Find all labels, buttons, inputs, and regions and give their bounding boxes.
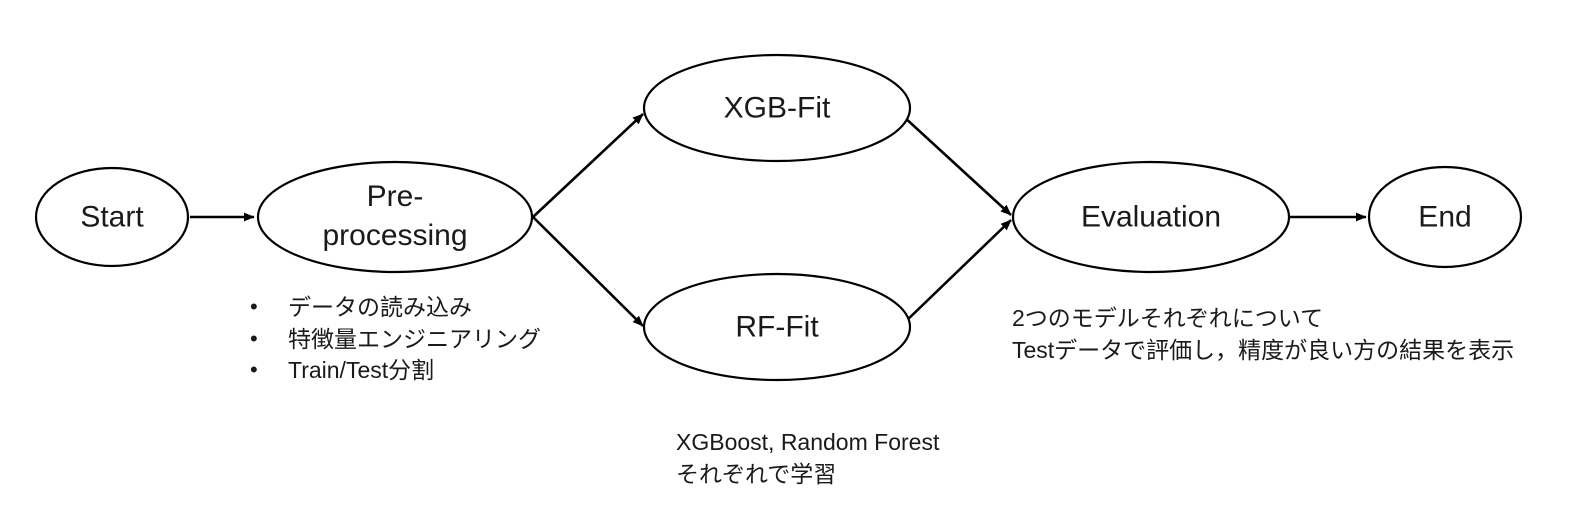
node-end[interactable] <box>1367 165 1523 269</box>
bullet-icon: • <box>250 294 258 319</box>
node-start[interactable] <box>34 166 190 268</box>
list-item-label: 特徴量エンジニアリング <box>288 325 541 352</box>
node-preprocessing[interactable] <box>256 160 534 274</box>
node-evaluation[interactable] <box>1011 160 1291 274</box>
node-rf-fit[interactable] <box>642 272 912 382</box>
bullet-icon: • <box>250 325 258 351</box>
list-item-label: Train/Test分割 <box>288 357 435 384</box>
list-item: • データの読み込み <box>248 292 541 324</box>
node-xgb-fit[interactable] <box>642 53 912 163</box>
fit-note-annotation: XGBoost, Random Forest それぞれで学習 <box>676 429 940 487</box>
list-item: • Train/Test分割 <box>248 355 541 387</box>
list-item: • 特徴量エンジニアリング <box>248 324 541 356</box>
evaluation-note-annotation: 2つのモデルそれぞれについて Testデータで評価し，精度が良い方の結果を表示 <box>1012 305 1515 363</box>
edge-rf-fit-to-evaluation <box>902 219 1012 325</box>
preprocessing-bullet-list: • データの読み込み • 特徴量エンジニアリング • Train/Test分割 <box>248 292 541 387</box>
list-item-label: データの読み込み <box>288 294 472 320</box>
bullet-icon: • <box>250 357 258 383</box>
edge-preprocessing-to-rf-fit <box>532 216 644 327</box>
edge-xgb-fit-to-evaluation <box>902 115 1012 216</box>
edge-preprocessing-to-xgb-fit <box>532 113 644 218</box>
